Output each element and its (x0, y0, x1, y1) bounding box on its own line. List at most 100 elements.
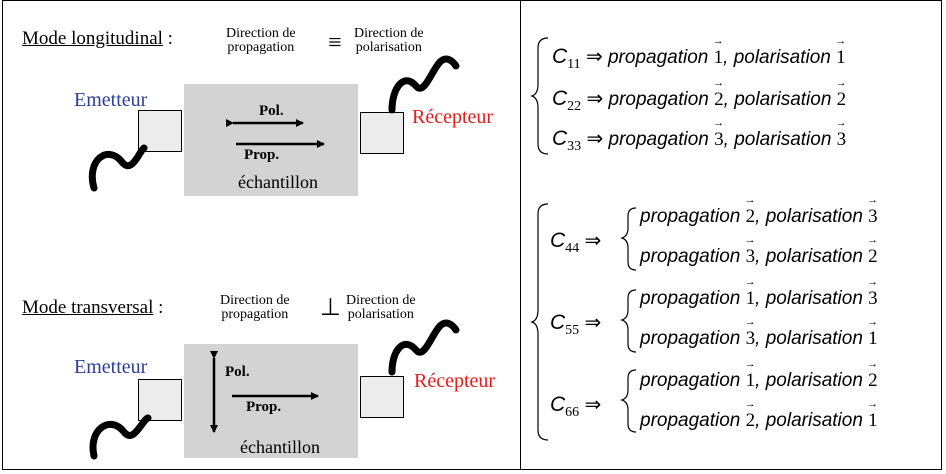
c44-row1: propagation 2, polarisation 3 (640, 194, 878, 228)
transversal-term-a-line1: Direction de (220, 293, 290, 308)
implies-arrow: ⇒ (584, 228, 602, 252)
propagation-word: propagation (607, 47, 709, 68)
c22-sub: 22 (567, 99, 582, 115)
implies-arrow: ⇒ (586, 86, 604, 110)
prop-vector: 1 (745, 358, 755, 392)
propagation-word: propagation (640, 288, 741, 309)
c66-sub: 66 (565, 405, 580, 421)
receiver-cable-transversal (388, 319, 460, 376)
panel-divider (520, 0, 521, 470)
prop-vector: 1 (713, 35, 723, 69)
c44-brace (620, 207, 637, 271)
polarisation-word: polarisation (765, 246, 863, 267)
receiver-transducer-longitudinal (360, 112, 404, 154)
propagation-word: propagation (640, 410, 741, 431)
longitudinal-term-a-line1: Direction de (226, 26, 296, 41)
pol-label-longitudinal: Pol. (259, 103, 284, 119)
perpendicular-symbol: ⊥ (320, 295, 341, 321)
c44-letter: C (550, 229, 566, 252)
implies-arrow: ⇒ (584, 392, 602, 416)
c33-symbol: C33 (552, 127, 581, 154)
emitter-transducer-transversal (138, 379, 182, 421)
emitter-cable-longitudinal (88, 144, 148, 192)
longitudinal-term-propagation: Direction de propagation (226, 27, 296, 55)
pol-vector: 3 (867, 194, 877, 228)
c22-letter: C (552, 87, 568, 110)
pol-vector: 3 (867, 276, 877, 310)
c11-sub: 11 (567, 57, 581, 73)
longitudinal-term-polarisation: Direction de polarisation (354, 27, 424, 55)
propagation-word: propagation (640, 206, 741, 227)
prop-vector: 3 (713, 117, 723, 151)
pol-vector: 1 (835, 35, 845, 69)
longitudinal-term-a-line2: propagation (227, 40, 295, 55)
transversal-term-propagation: Direction de propagation (220, 294, 290, 322)
prop-vector: 2 (745, 398, 755, 432)
polarisation-word: polarisation (765, 370, 863, 391)
c44-lhs: C44 ⇒ (550, 228, 601, 257)
pol-vector: 3 (836, 117, 846, 151)
receiver-label-transversal: Récepteur (414, 370, 496, 392)
identical-symbol: ≡ (328, 30, 342, 56)
transversal-colon: : (158, 297, 164, 318)
receiver-cable-longitudinal (388, 55, 460, 114)
pol-vector: 1 (867, 398, 877, 432)
propagation-word: propagation (640, 246, 741, 267)
propagation-word: propagation (640, 370, 741, 391)
c11-letter: C (552, 45, 568, 68)
c66-row1: propagation 1, polarisation 2 (640, 358, 878, 392)
pol-label-transversal: Pol. (225, 364, 250, 380)
polarisation-word: polarisation (765, 328, 863, 349)
polarisation-word: polarisation (734, 129, 832, 150)
c55-brace (620, 289, 637, 353)
group2-outer-brace (530, 203, 549, 441)
propagation-word: propagation (608, 129, 709, 150)
propagation-word: propagation (640, 328, 741, 349)
polarisation-word: polarisation (733, 47, 831, 68)
eq-c33: C33 ⇒ propagation 3, polarisation 3 (552, 117, 846, 155)
transversal-title: Mode transversal : (22, 297, 163, 319)
pol-vector: 2 (836, 77, 846, 111)
prop-label-transversal: Prop. (246, 399, 282, 415)
implies-arrow: ⇒ (586, 126, 604, 150)
implies-arrow: ⇒ (585, 44, 603, 68)
polarisation-word: polarisation (734, 89, 832, 110)
c66-lhs: C66 ⇒ (550, 392, 601, 421)
c55-sub: 55 (565, 323, 580, 339)
c55-lhs: C55 ⇒ (550, 310, 601, 339)
transversal-term-b-line1: Direction de (346, 293, 416, 308)
longitudinal-term-b-line2: polarisation (355, 40, 422, 55)
transversal-term-polarisation: Direction de polarisation (346, 294, 416, 322)
c44-row2: propagation 3, polarisation 2 (640, 234, 878, 268)
c66-row2: propagation 2, polarisation 1 (640, 398, 878, 432)
longitudinal-mode-label: Mode longitudinal (22, 28, 163, 49)
c33-letter: C (552, 127, 568, 150)
transversal-mode-label: Mode transversal (22, 297, 154, 318)
transversal-term-b-line2: polarisation (347, 307, 414, 322)
polarisation-word: polarisation (765, 288, 863, 309)
transversal-term-a-line2: propagation (221, 307, 289, 322)
polarisation-word: polarisation (765, 410, 863, 431)
longitudinal-colon: : (167, 28, 173, 49)
prop-vector: 1 (745, 276, 755, 310)
longitudinal-title: Mode longitudinal : (22, 28, 173, 50)
c55-symbol: C55 (550, 311, 579, 338)
c66-symbol: C66 (550, 393, 579, 420)
c44-sub: 44 (565, 241, 580, 257)
pol-vector: 2 (867, 234, 877, 268)
prop-vector: 3 (745, 234, 755, 268)
eq-c11: C11 ⇒ propagation 1, polarisation 1 (552, 35, 846, 73)
c55-letter: C (550, 311, 566, 334)
receiver-label-longitudinal: Récepteur (412, 106, 494, 128)
emitter-label-transversal: Emetteur (74, 356, 148, 378)
c66-brace (620, 369, 637, 433)
pol-vector: 1 (867, 316, 877, 350)
group1-brace (530, 37, 549, 155)
polarisation-word: polarisation (765, 206, 863, 227)
implies-arrow: ⇒ (584, 310, 602, 334)
c22-symbol: C22 (552, 87, 581, 114)
emitter-cable-transversal (89, 414, 152, 460)
prop-vector: 2 (745, 194, 755, 228)
